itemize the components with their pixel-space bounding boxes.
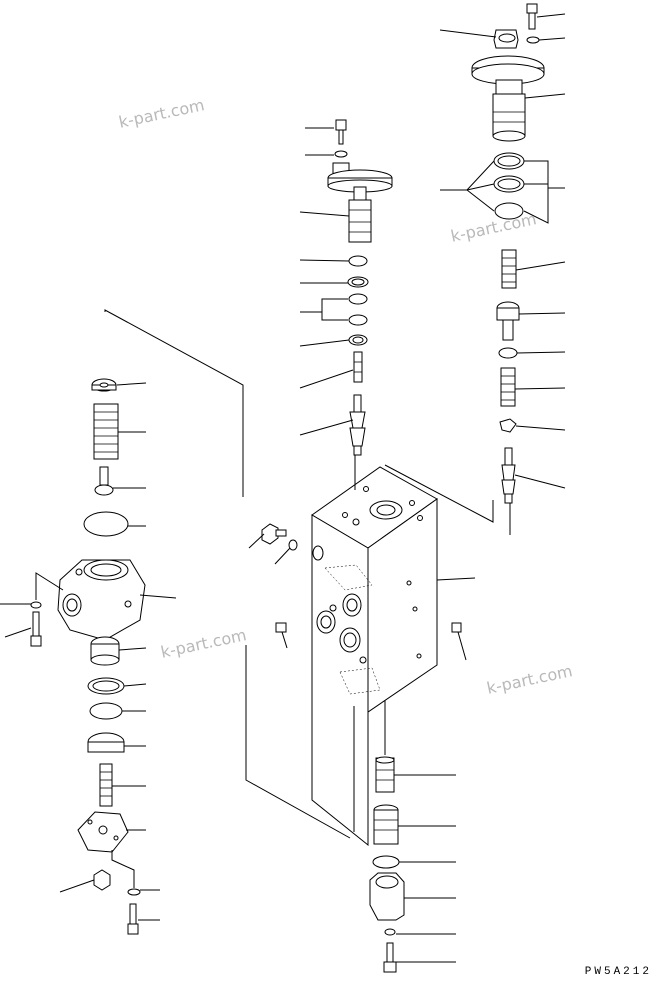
drawing-code: PW5A212 — [584, 966, 652, 978]
center-column-parts — [327, 119, 393, 456]
valve-body — [311, 466, 438, 847]
guide-lines — [104, 309, 511, 839]
side-fittings — [261, 523, 462, 633]
bottom-column-parts — [369, 756, 405, 973]
left-column-parts — [30, 378, 146, 935]
right-column-parts — [471, 3, 545, 504]
leader-lines — [0, 13, 566, 963]
